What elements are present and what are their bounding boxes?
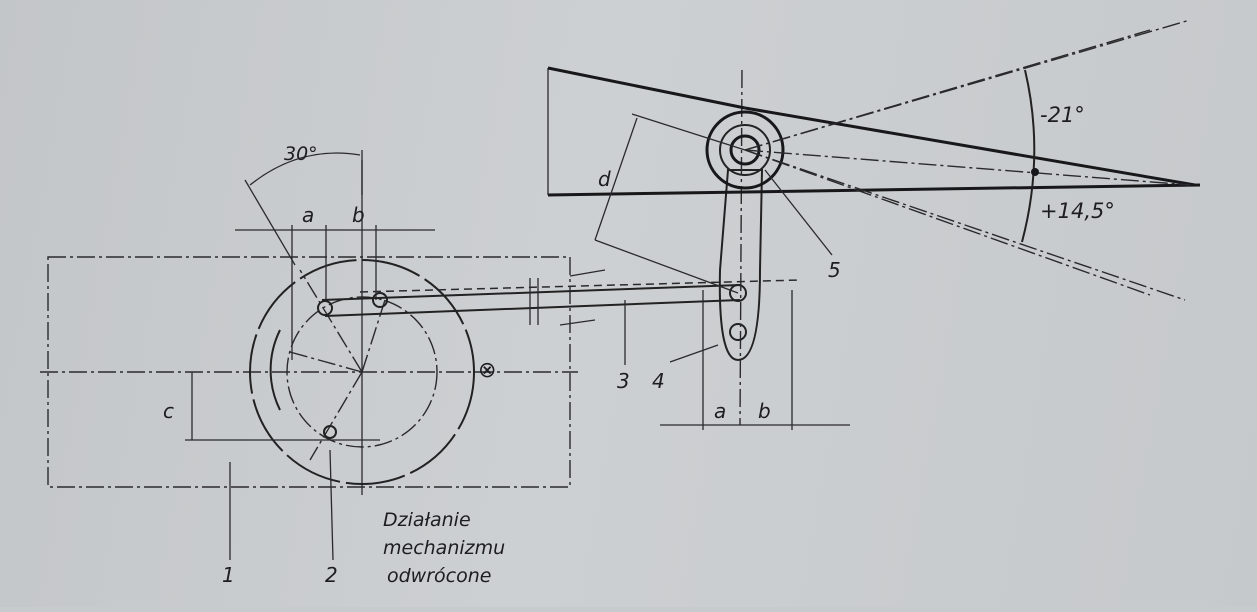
hub-middle [719, 124, 771, 176]
leader-2 [329, 449, 334, 561]
part-3-label: 3 [617, 369, 630, 393]
cross-mark: ⊗ [478, 358, 496, 383]
angle-30-arc [249, 152, 361, 186]
sweep-line [744, 149, 1191, 186]
caption-line-3: odwrócone [387, 565, 491, 587]
crank-circle [249, 259, 475, 485]
crank-line-upper [299, 269, 363, 373]
sweep-arc [1021, 69, 1036, 243]
lever-centerline [739, 69, 743, 426]
wiper-blade [744, 106, 1196, 187]
dim-a-bottom: a [714, 399, 726, 423]
housing-outline [47, 256, 571, 488]
caption-line-1: Działanie [383, 509, 471, 531]
angle-plus-14-5-label: +14,5° [1040, 199, 1115, 223]
connecting-rod-bottom [324, 299, 741, 317]
motion-arrow-right [569, 269, 606, 277]
wiper-line-lower [547, 183, 1201, 197]
crank-pin [317, 300, 333, 316]
crank-line-lower [309, 371, 363, 461]
crank-path-circle [286, 296, 438, 448]
angle-30-label: 30° [284, 143, 318, 165]
lever-pin-upper [729, 284, 747, 302]
crank-line-right [361, 299, 386, 373]
part-4-label: 4 [652, 369, 665, 393]
arc-center-dot [1031, 168, 1039, 176]
lever-pin-lower [729, 323, 747, 341]
rotation-arrow [269, 329, 281, 411]
ext-line-d2 [594, 239, 739, 294]
sweep-line [744, 149, 1151, 296]
leader-5 [764, 169, 833, 256]
wiper-line-upper [547, 66, 746, 110]
dim-b-top: b [352, 203, 365, 227]
part-2-label: 2 [325, 563, 338, 587]
hub-outer [705, 110, 785, 190]
hub-shaft [729, 134, 761, 166]
connecting-rod-top [321, 284, 741, 301]
dim-d: d [598, 167, 611, 191]
sweep-line [744, 149, 1186, 301]
dimension-d [594, 117, 638, 241]
dim-b-bottom: b [758, 399, 771, 423]
crank-pin-alt [372, 292, 388, 308]
crank-line-left [289, 351, 363, 373]
lever-arm [718, 169, 764, 362]
dim-a-top: a [302, 203, 314, 227]
part-5-label: 5 [828, 258, 841, 282]
ext-line-d [631, 113, 746, 151]
dim-c: c [163, 399, 174, 423]
angle-ref-line-2 [244, 179, 296, 266]
crank-pin-low [323, 425, 337, 439]
angle-minus-21-label: -21° [1040, 103, 1085, 127]
motion-arrow-left [559, 319, 596, 326]
sweep-line [744, 29, 1151, 151]
caption-line-2: mechanizmu [383, 537, 505, 559]
sweep-line [744, 19, 1191, 151]
part-1-label: 1 [222, 563, 235, 587]
leader-4 [669, 344, 719, 363]
rod-alt-position [359, 279, 801, 293]
